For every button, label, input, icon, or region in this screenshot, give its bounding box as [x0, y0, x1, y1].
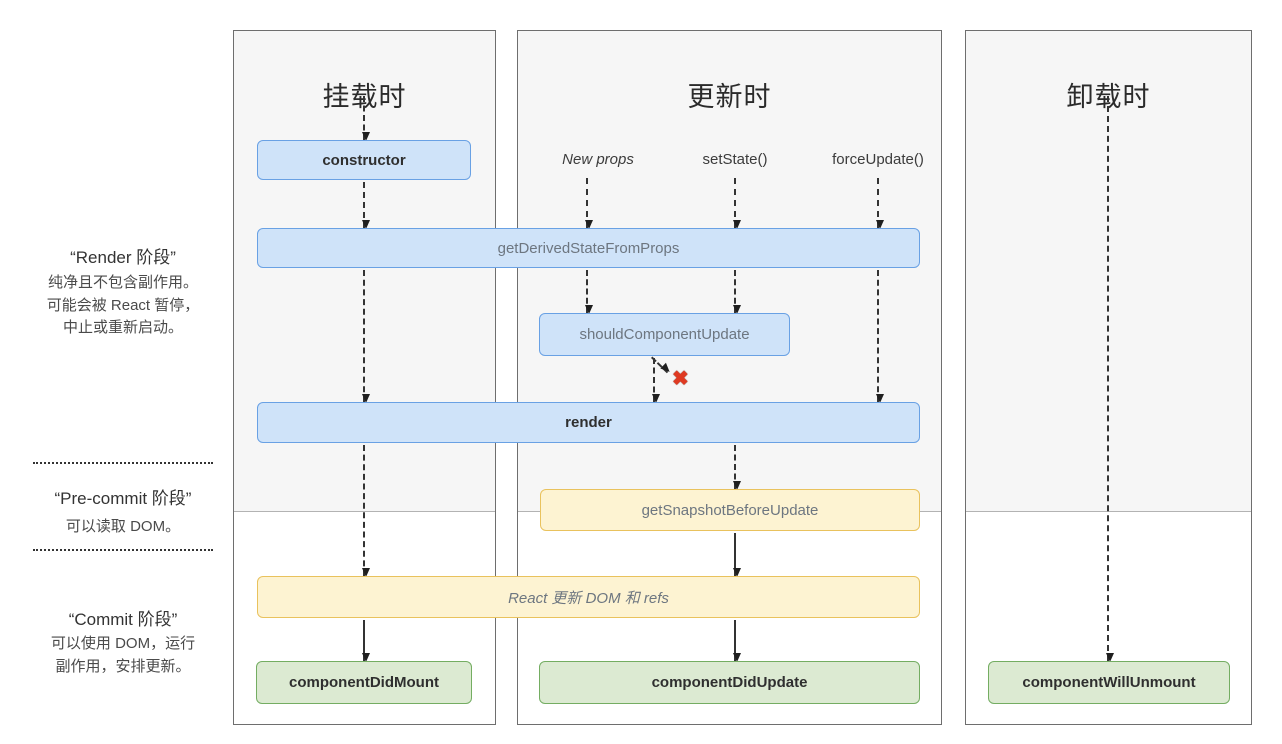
arrow-setstate-to-getderived: [732, 178, 741, 229]
arrow-forceupdate-to-render: [875, 270, 884, 403]
arrow-getderived-to-render-mount: [361, 270, 370, 403]
box-component-did-update[interactable]: componentDidUpdate: [539, 661, 920, 704]
phase-label-commit: “Commit 阶段”: [68, 610, 178, 629]
box-get-derived-state-from-props[interactable]: getDerivedStateFromProps: [257, 228, 920, 268]
trigger-force-update: forceUpdate(): [832, 151, 924, 168]
box-component-will-unmount[interactable]: componentWillUnmount: [988, 661, 1230, 704]
box-render[interactable]: render: [257, 402, 920, 443]
box-react-updates-dom-and-refs: React 更新 DOM 和 refs: [257, 576, 920, 618]
arrow-getderived-to-shouldupdate-left: [584, 270, 593, 314]
arrow-constructor-to-getderived: [361, 182, 370, 229]
arrow-reactupdates-to-didupdate: [732, 620, 741, 662]
phase-desc-commit: 可以使用 DOM，运行 副作用，安排更新。: [50, 635, 196, 675]
phase-desc-render: 纯净且不包含副作用。 可能会被 React 暂停， 中止或重新启动。: [46, 274, 200, 336]
arrow-render-to-reactupdates-mount: [361, 445, 370, 577]
box-get-snapshot-before-update[interactable]: getSnapshotBeforeUpdate: [540, 489, 920, 531]
arrow-getsnapshot-to-reactupdates: [732, 533, 741, 577]
arrow-render-to-getsnapshot: [732, 445, 741, 490]
arrow-reactupdates-to-didmount: [361, 620, 370, 662]
arrow-mount-title-to-constructor: [361, 96, 370, 141]
phase-label-render: “Render 阶段”: [70, 248, 176, 267]
phase-desc-pre-commit: 可以读取 DOM。: [65, 518, 181, 535]
trigger-new-props: New props: [562, 151, 634, 168]
panel-title-updating: 更新时: [687, 82, 772, 112]
arrow-forceupdate-to-getderived: [875, 178, 884, 229]
arrow-newprops-to-getderived: [584, 178, 593, 229]
trigger-set-state: setState(): [702, 151, 768, 168]
arrow-unmount-title-to-willunmount: [1105, 96, 1114, 662]
arrow-getderived-to-shouldupdate-right: [732, 270, 741, 314]
phase-separator-top: [33, 462, 213, 464]
phase-label-pre-commit: “Pre-commit 阶段”: [54, 489, 192, 508]
arrow-shouldupdate-to-render: [651, 358, 660, 403]
phase-separator-bottom: [33, 549, 213, 551]
box-constructor[interactable]: constructor: [257, 140, 471, 180]
box-should-component-update[interactable]: shouldComponentUpdate: [539, 313, 790, 356]
cancel-update-icon: ✖: [672, 368, 689, 390]
box-component-did-mount[interactable]: componentDidMount: [256, 661, 472, 704]
